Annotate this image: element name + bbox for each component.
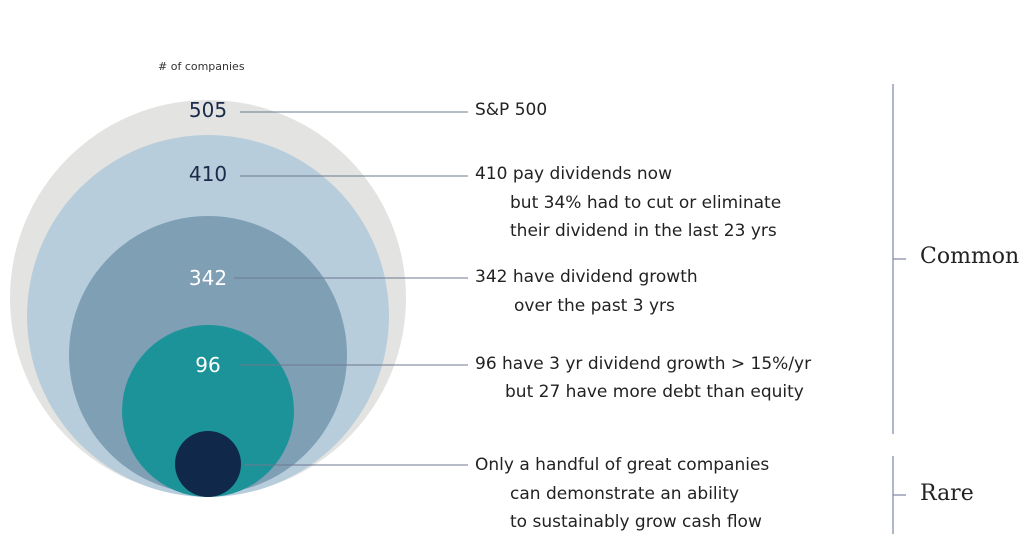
count-505: 505 (188, 98, 228, 122)
label-rare-line-1: Only a handful of great companies (475, 455, 770, 475)
circle-rare (175, 431, 241, 497)
label-410-line-3: their dividend in the last 23 yrs (510, 221, 777, 241)
label-342-line-2: over the past 3 yrs (514, 296, 675, 316)
label-342-line-1: 342 have dividend growth (475, 267, 698, 287)
label-rare-line-2: can demonstrate an ability (510, 484, 740, 504)
category-rare: Rare (920, 481, 974, 506)
label-96-line-1: 96 have 3 yr dividend growth > 15%/yr (475, 354, 812, 374)
label-410-line-1: 410 pay dividends now (475, 164, 672, 184)
label-505-line-1: S&P 500 (475, 100, 548, 120)
count-342: 342 (188, 266, 228, 290)
category-common: Common (920, 244, 1020, 269)
label-rare-line-3: to sustainably grow cash flow (510, 512, 762, 532)
count-96: 96 (195, 353, 221, 377)
label-96-line-2: but 27 have more debt than equity (505, 382, 804, 402)
circle-high-growth (122, 325, 294, 497)
count-410: 410 (188, 162, 228, 186)
unit-label: # of companies (158, 60, 245, 73)
label-410-line-2: but 34% had to cut or eliminate (510, 193, 782, 213)
